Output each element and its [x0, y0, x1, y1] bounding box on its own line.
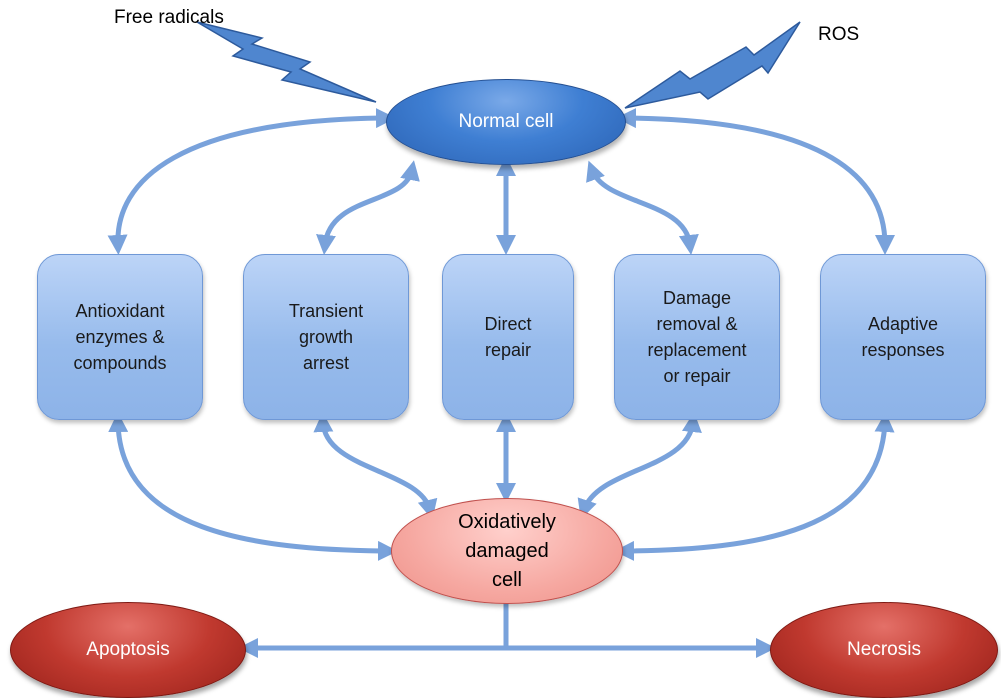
response-box-antioxidant: Antioxidant enzymes & compounds — [37, 254, 203, 420]
response-label: Adaptive responses — [861, 314, 945, 360]
response-box-damage-removal: Damage removal & replacement or repair — [614, 254, 780, 420]
response-label: Antioxidant enzymes & compounds — [73, 301, 167, 373]
arrow-antioxidant-damaged — [108, 412, 398, 561]
arrow-normal-adaptive — [616, 108, 895, 255]
arrow-normal-antioxidant — [107, 108, 396, 255]
necrosis-node: Necrosis — [770, 602, 998, 698]
normal-cell-label: Normal cell — [458, 111, 554, 132]
arrow-damage-removal-damaged — [577, 412, 702, 520]
response-box-direct-repair: Direct repair — [442, 254, 574, 420]
lightning-bolt-icon — [624, 21, 801, 109]
lightning-bolt-icon — [196, 21, 377, 103]
arrow-adaptive-damaged — [614, 412, 895, 561]
arrow-growth-arrest-damaged — [313, 412, 438, 520]
response-label: Transient growth arrest — [288, 301, 364, 373]
response-label: Direct repair — [484, 314, 532, 360]
normal-cell-node: Normal cell — [386, 79, 626, 165]
free-radicals-label: Free radicals — [114, 7, 224, 28]
arrow-normal-growth-arrest — [316, 160, 420, 255]
response-box-adaptive: Adaptive responses — [820, 254, 986, 420]
response-box-growth-arrest: Transient growth arrest — [243, 254, 409, 420]
arrow-normal-damage-removal — [586, 160, 699, 255]
response-label: Damage removal & replacement or repair — [647, 288, 747, 386]
necrosis-label: Necrosis — [847, 639, 921, 660]
ros-label: ROS — [818, 24, 860, 45]
damaged-cell-label: Oxidatively damaged cell — [458, 510, 556, 591]
apoptosis-node: Apoptosis — [10, 602, 246, 698]
damaged-cell-node: Oxidatively damaged cell — [391, 498, 623, 604]
apoptosis-label: Apoptosis — [86, 639, 170, 660]
